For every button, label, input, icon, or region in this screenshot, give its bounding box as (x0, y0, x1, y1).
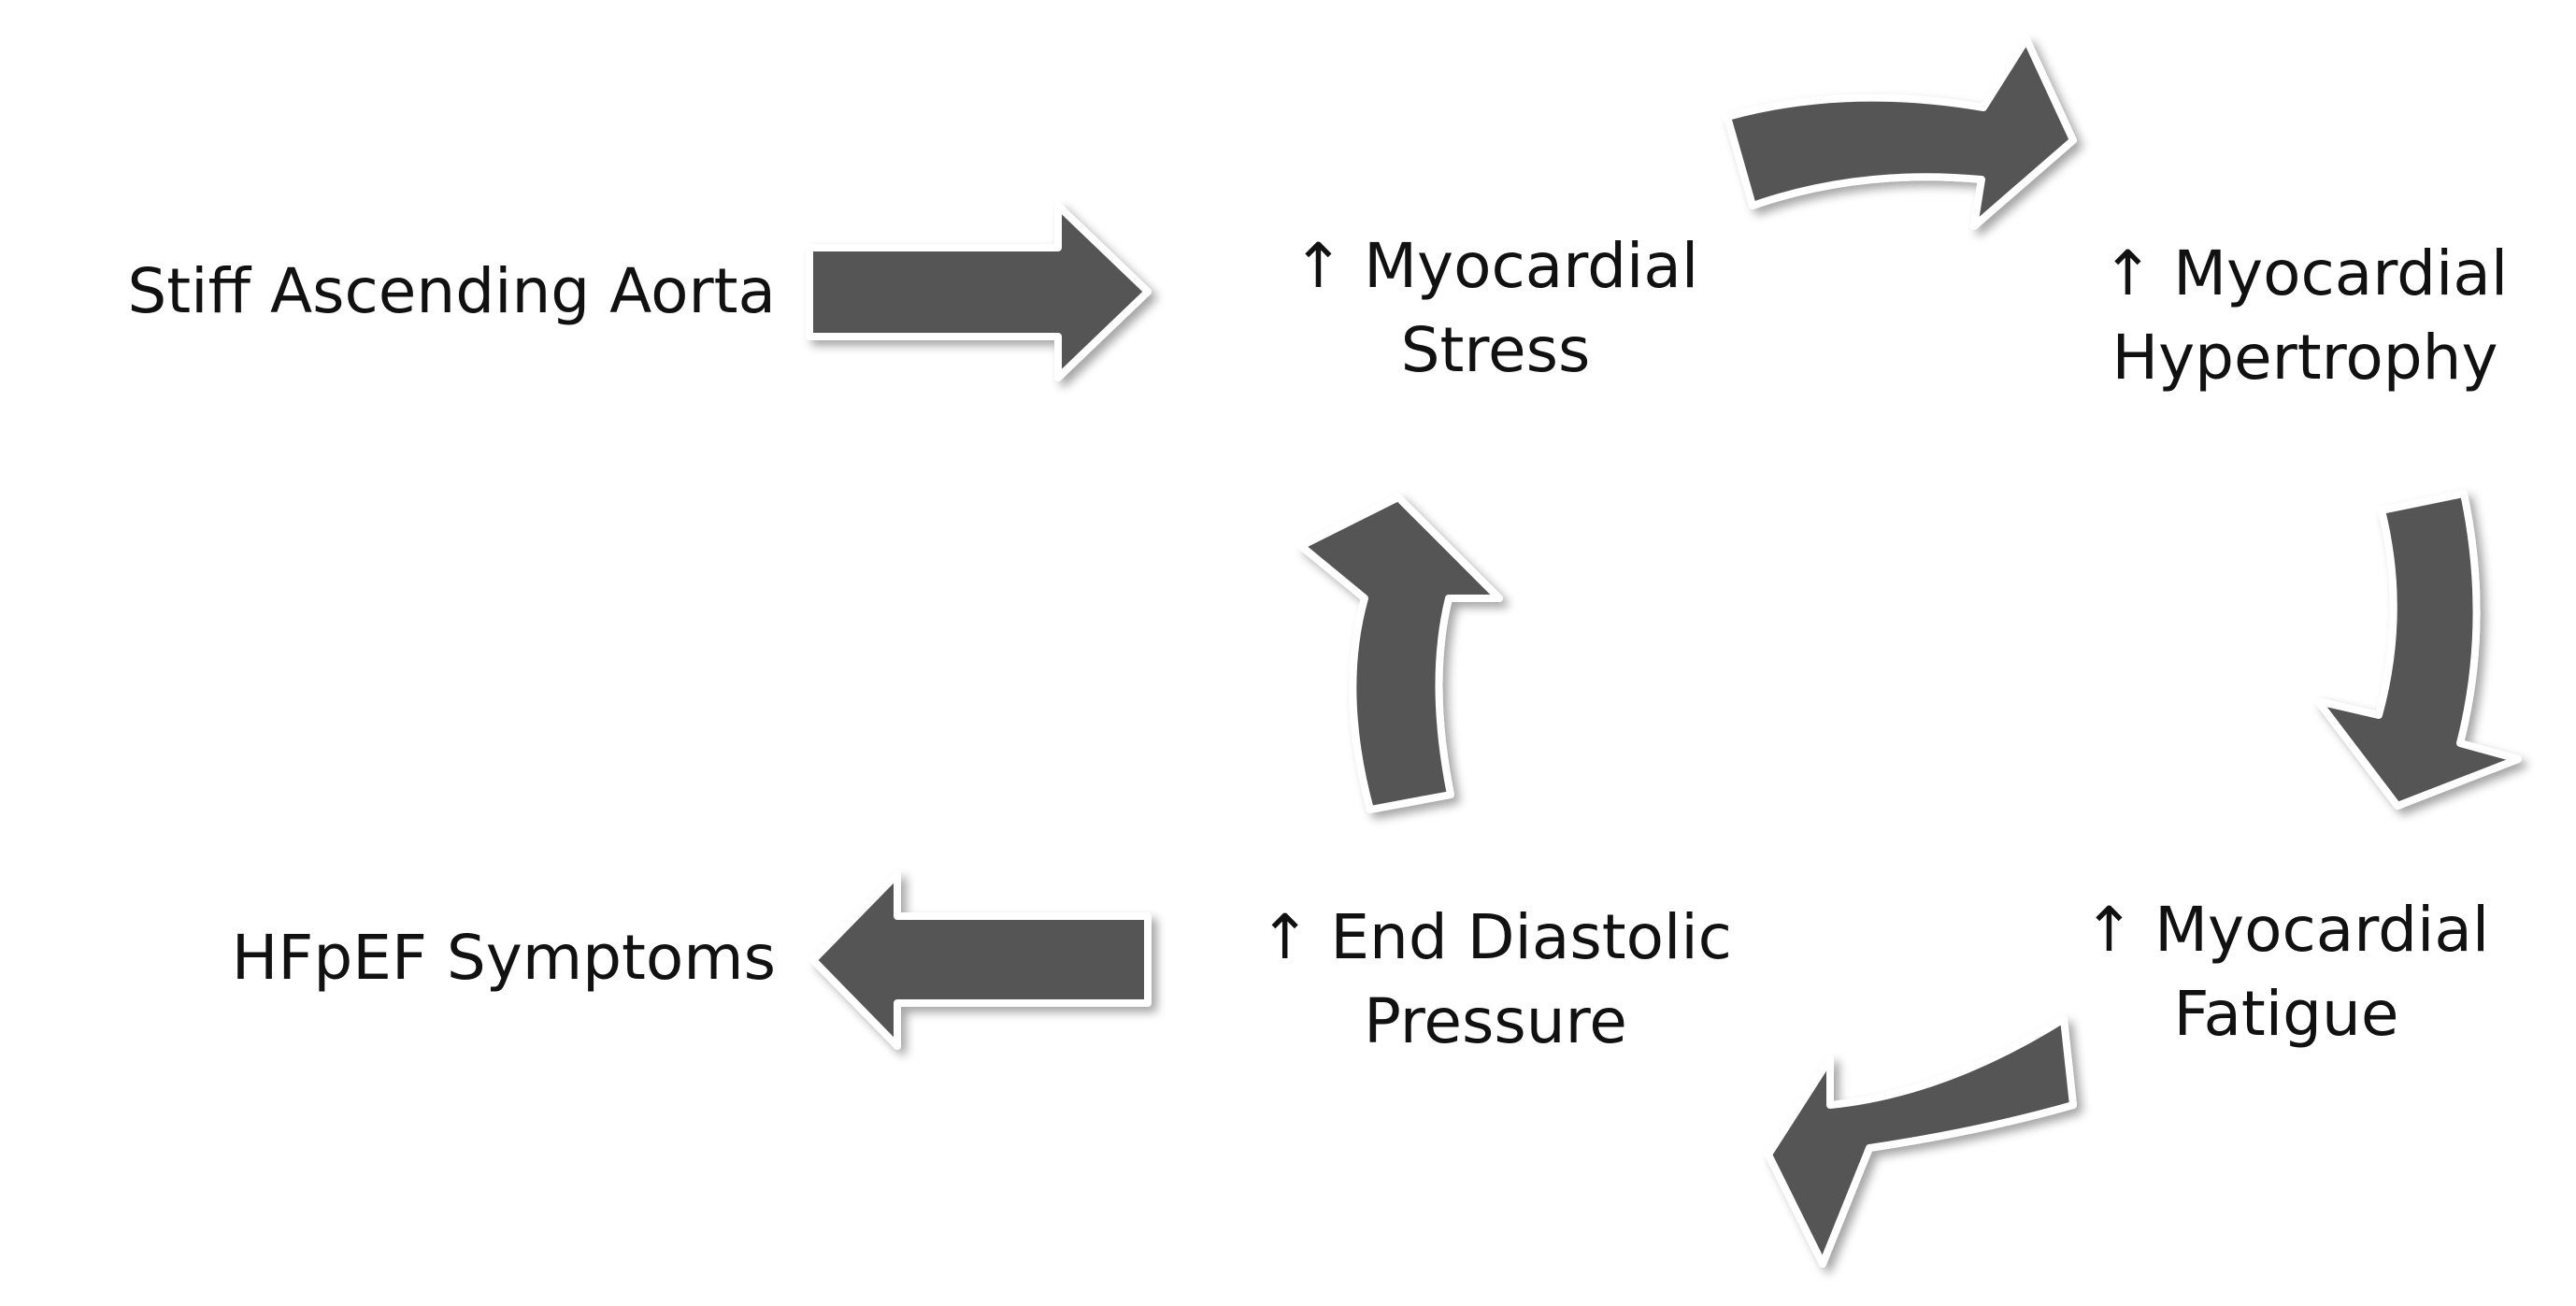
node-hfpef-symptoms: HFpEF Symptoms (28, 916, 776, 1000)
node-myocardial-hypertrophy-line-1: ↑ Myocardial (2101, 237, 2509, 309)
node-stiff-ascending-aorta-line-1: Stiff Ascending Aorta (127, 255, 776, 327)
node-myocardial-hypertrophy-line-2: Hypertrophy (2111, 322, 2498, 394)
node-end-diastolic-pressure: ↑ End Diastolic Pressure (1206, 896, 1785, 1064)
arrow-hypertrophy-to-fatigue (2314, 490, 2522, 810)
arrow-pressure-to-symptoms (809, 870, 1152, 1050)
arrow-aorta-to-stress (806, 202, 1152, 381)
node-end-diastolic-pressure-line-2: Pressure (1364, 985, 1627, 1057)
node-myocardial-stress: ↑ Myocardial Stress (1206, 224, 1785, 393)
arrow-fatigue-to-pressure (1765, 1015, 2077, 1268)
arrow-pressure-to-stress (1297, 494, 1503, 813)
arrow-stress-to-hypertrophy (1724, 36, 2077, 230)
node-hfpef-symptoms-line-1: HFpEF Symptoms (231, 922, 776, 994)
node-stiff-ascending-aorta: Stiff Ascending Aorta (28, 250, 776, 334)
node-myocardial-hypertrophy: ↑ Myocardial Hypertrophy (2053, 232, 2557, 400)
node-myocardial-fatigue-line-1: ↑ Myocardial (2082, 894, 2490, 966)
node-myocardial-fatigue: ↑ Myocardial Fatigue (2034, 888, 2539, 1056)
node-myocardial-stress-line-1: ↑ Myocardial (1292, 230, 1699, 302)
node-myocardial-fatigue-line-2: Fatigue (2173, 978, 2399, 1050)
node-end-diastolic-pressure-line-1: ↑ End Diastolic (1259, 901, 1732, 973)
node-myocardial-stress-line-2: Stress (1400, 314, 1591, 386)
